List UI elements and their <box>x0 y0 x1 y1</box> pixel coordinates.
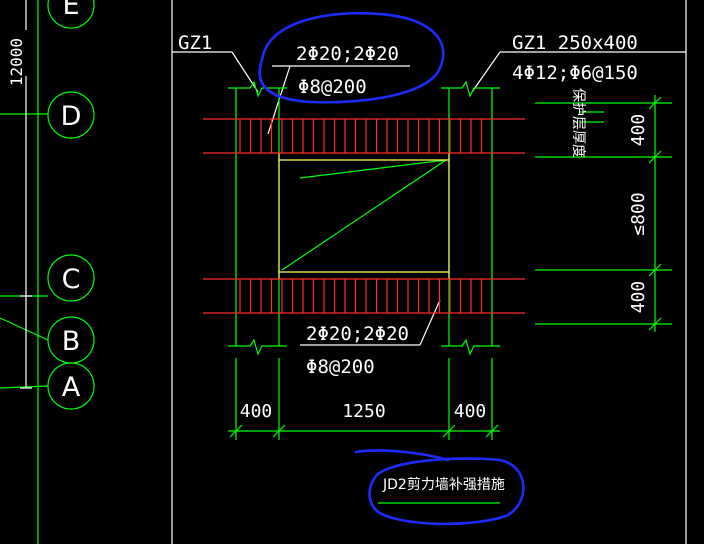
axis-bubble-icon <box>47 254 95 302</box>
right-dim-tick <box>648 263 662 277</box>
markup-annotations <box>258 11 525 526</box>
axis-bubble-icon <box>47 91 95 139</box>
right-column-rebar: 4Φ12;Φ6@150 <box>512 62 638 84</box>
axis-bubble-icon <box>47 362 95 410</box>
axis-line-b <box>0 317 49 341</box>
axis-span-label: 12000 <box>7 38 26 86</box>
top-beam-stirrup-label: Φ8@200 <box>298 76 367 98</box>
left-column-tag: GZ1 <box>178 32 212 54</box>
axis-label-b: B <box>62 326 81 357</box>
right-dim-tick <box>648 96 662 110</box>
break-line-icon <box>441 338 500 356</box>
bottom-dim-right: 400 <box>454 401 487 422</box>
drawing-frame <box>171 0 687 544</box>
break-line-icon <box>228 338 287 356</box>
bottom-beam-stirrup-label: Φ8@200 <box>306 356 375 378</box>
bottom-beam-rebar-label: 2Φ20;2Φ20 <box>306 323 409 345</box>
bottom-dim-tick <box>442 424 456 438</box>
protective-layer-note: 保护层厚度 <box>570 88 586 158</box>
bottom-dim-tick <box>229 424 243 438</box>
bottom-dim-tick <box>485 424 499 438</box>
axis-line-a <box>0 385 49 389</box>
axis-label-c: C <box>62 264 81 295</box>
axis-label-d: D <box>61 101 82 132</box>
bottom-dim-left: 400 <box>240 401 273 422</box>
right-dim-tick <box>648 150 662 164</box>
bottom-dim-middle: 1250 <box>342 401 385 422</box>
wall-opening <box>278 153 450 279</box>
bottom-rebar-leader-diagonal <box>419 299 441 346</box>
blue-markup-circle-icon <box>258 11 445 104</box>
right-tag-leader-diagonal <box>471 51 501 93</box>
blue-markup-stroke <box>354 449 450 462</box>
right-column-tag: GZ1 250x400 <box>512 32 638 54</box>
top-beam-rebar-label: 2Φ20;2Φ20 <box>296 43 399 65</box>
grid-axis-system <box>0 0 95 544</box>
bottom-beam-stirrups <box>239 279 483 313</box>
axis-label-e: E <box>62 0 79 21</box>
right-dim-middle: ≤800 <box>628 192 649 235</box>
drawing-title: JD2剪力墙补强措施 <box>382 477 505 493</box>
axis-bubble-icon <box>47 0 95 29</box>
axis-label-a: A <box>62 372 81 403</box>
top-beam-stirrups <box>239 119 483 153</box>
reinforcement-bars <box>203 118 525 314</box>
break-line-icon <box>441 80 500 98</box>
right-dim-bottom: 400 <box>628 281 649 314</box>
right-dim-top: 400 <box>628 114 649 147</box>
right-dim-tick <box>648 317 662 331</box>
left-tag-leader-diagonal <box>231 51 259 93</box>
bottom-dim-tick <box>272 424 286 438</box>
